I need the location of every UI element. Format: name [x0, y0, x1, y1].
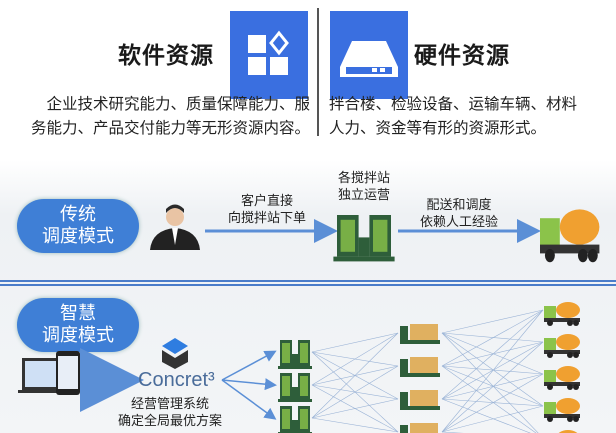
- network-link: [441, 373, 544, 400]
- mixing-plant-icon: [400, 324, 440, 344]
- step1-label: 客户直接向搅拌站下单: [228, 193, 306, 227]
- software-desc-line: 企业技术研究能力、质量保障能力、服: [46, 95, 310, 113]
- network-link: [441, 309, 544, 400]
- mixer-truck-icon: [544, 366, 580, 390]
- network-link: [441, 309, 544, 433]
- server-icon: [330, 11, 408, 99]
- network-link: [311, 365, 399, 419]
- label-line: 经营管理系统: [130, 397, 209, 412]
- hardware-desc-line: 拌合楼、检验设备、运输车辆、材料: [329, 95, 578, 113]
- pill-line: 传统: [60, 204, 96, 225]
- software-title: 软件资源: [118, 43, 214, 69]
- network-link: [441, 309, 544, 334]
- pill-line: 智慧: [60, 303, 96, 324]
- step3-label: 配送和调度依赖人工经验: [420, 197, 498, 231]
- pill-line: 调度模式: [42, 226, 114, 247]
- label-line: 客户直接: [241, 194, 294, 209]
- hardware-desc-line: 人力、资金等有形的资源形式。: [329, 119, 547, 137]
- network-link: [311, 332, 399, 386]
- software-desc-line: 务能力、产品交付能力等无形资源内容。: [30, 119, 310, 137]
- network-link: [441, 309, 544, 367]
- devices-icon: [18, 351, 80, 395]
- step2-label: 各搅拌站独立运营: [338, 170, 390, 204]
- network-link: [311, 332, 399, 353]
- network-link: [221, 350, 277, 381]
- concret-logo-text: Concret³: [138, 369, 215, 391]
- label-line: 确定全局最优方案: [117, 414, 222, 429]
- divider: [317, 8, 319, 136]
- system-label: 经营管理系统 确定全局最优方案: [108, 396, 232, 430]
- network-link: [441, 365, 544, 407]
- divider-line: [0, 284, 616, 286]
- mixing-plant-icon: [400, 390, 440, 410]
- hardware-desc: 拌合楼、检验设备、运输车辆、材料 人力、资金等有形的资源形式。: [329, 92, 577, 140]
- network-link: [441, 341, 544, 433]
- concret-logo-icon: [162, 338, 188, 369]
- label-line: 依赖人工经验: [420, 215, 499, 230]
- network-link: [441, 332, 544, 375]
- smart-mode-pill: 智慧 调度模式: [17, 298, 139, 352]
- businessman-icon: [150, 204, 200, 250]
- network-link: [221, 378, 277, 391]
- mixing-plant-icon: [400, 357, 440, 377]
- mixing-station-icon: [278, 406, 312, 433]
- network-link: [441, 398, 531, 433]
- pill-line: 调度模式: [42, 325, 114, 346]
- network-link: [441, 341, 544, 367]
- network-link: [441, 373, 544, 433]
- mixing-station-icon: [278, 373, 312, 402]
- network-link: [311, 417, 399, 433]
- label-line: 各搅拌站: [338, 171, 391, 186]
- software-desc: 企业技术研究能力、质量保障能力、服 务能力、产品交付能力等无形资源内容。: [31, 92, 310, 140]
- network-link: [311, 398, 399, 419]
- mixer-truck-icon: [544, 302, 580, 326]
- label-line: 向搅拌站下单: [228, 211, 307, 226]
- network-link: [441, 332, 544, 343]
- traditional-mode-pill: 传统 调度模式: [17, 199, 139, 253]
- mixing-plant-icon: [400, 423, 440, 433]
- network-link: [221, 379, 277, 420]
- blocks-icon: [230, 11, 308, 99]
- network-link: [311, 332, 399, 419]
- label-line: 独立运营: [338, 188, 391, 203]
- network-link: [441, 341, 544, 400]
- network-link: [441, 398, 544, 407]
- network-link: [441, 332, 544, 407]
- hardware-title: 硬件资源: [414, 43, 510, 69]
- network-link: [441, 365, 537, 433]
- mixer-truck-icon: [540, 209, 600, 263]
- mixing-station-icon: [333, 215, 395, 262]
- network-link: [441, 405, 544, 433]
- mixer-truck-icon: [544, 334, 580, 358]
- network-link: [441, 332, 539, 433]
- mixer-truck-icon: [544, 398, 580, 422]
- divider-line: [0, 280, 616, 282]
- mixing-station-icon: [278, 340, 312, 369]
- network-link: [441, 365, 544, 375]
- label-line: 配送和调度: [426, 198, 492, 213]
